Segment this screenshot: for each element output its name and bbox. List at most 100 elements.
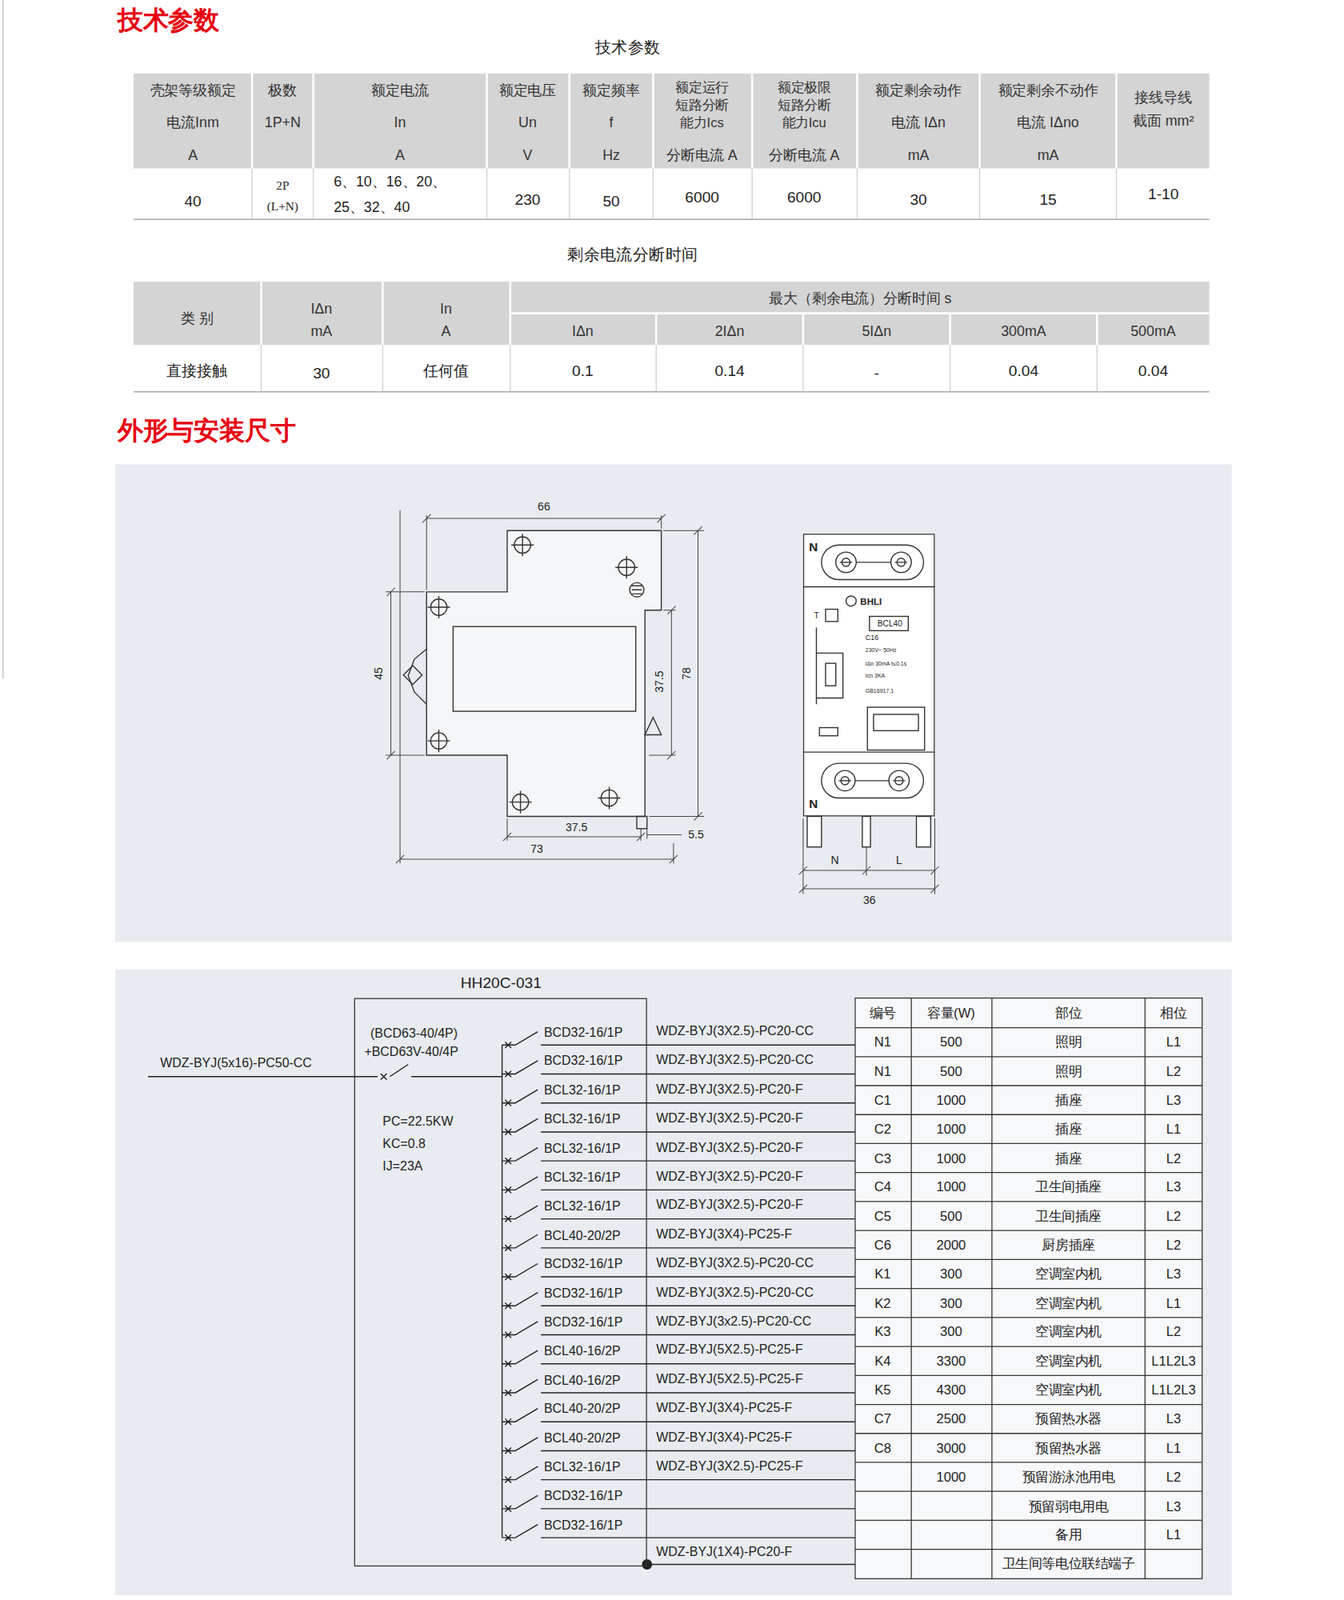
- breaker-front-drawing: [855, 780, 906, 781]
- table-header: A: [395, 148, 405, 163]
- terminal-mark: N: [808, 798, 818, 811]
- cable-label: WDZ-BYJ(3X2.5)-PC20-F: [656, 1083, 803, 1096]
- load-table-cell: L3: [1166, 1412, 1181, 1426]
- side-view-drawing: [427, 729, 450, 752]
- table-header: mA: [908, 148, 930, 163]
- load-table-cell: L2: [1166, 1325, 1181, 1340]
- load-table-cell: 4300: [936, 1383, 966, 1397]
- table-cell: 30: [312, 364, 330, 380]
- load-table-cell: 预留游泳池用电: [1022, 1470, 1116, 1484]
- cable-label: WDZ-BYJ(5X2.5)-PC25-F: [656, 1372, 803, 1386]
- breaker-label: BCL40-20/2P: [544, 1229, 621, 1243]
- load-table-cell: C1: [874, 1093, 892, 1108]
- side-view-drawing: [511, 533, 534, 556]
- table-header: 接线导线: [1134, 89, 1192, 104]
- load-table-cell: L2: [1166, 1064, 1181, 1079]
- load-table-cell: L3: [1166, 1093, 1181, 1108]
- breaker-label: BCD32-16/1P: [544, 1490, 623, 1504]
- main-breaker-label: +BCD63V-40/4P: [364, 1045, 458, 1059]
- breaker-label: BCL32-16/1P: [544, 1113, 621, 1127]
- breaker-front-drawing: [816, 628, 844, 705]
- table-cell: (L+N): [267, 200, 299, 212]
- breaker-front-drawing: [807, 816, 822, 848]
- side-view-drawing: [426, 530, 661, 816]
- section-heading: 技术参数: [117, 8, 220, 34]
- load-table-cell: 插座: [1055, 1093, 1082, 1108]
- table-header: 1P+N: [264, 115, 301, 130]
- load-table-cell: 预留弱电用电: [1028, 1499, 1108, 1513]
- load-table-cell: N1: [874, 1064, 892, 1079]
- table-grid: [261, 281, 1210, 345]
- load-table-cell: N1: [874, 1035, 892, 1049]
- load-table-cell: 厨房插座: [1041, 1238, 1095, 1252]
- table-header: 能力Icu: [782, 116, 827, 130]
- load-table-cell: L3: [1166, 1499, 1181, 1513]
- load-table-cell: K3: [874, 1325, 891, 1340]
- circuit-wiring: [501, 1044, 503, 1538]
- table-header: 额定电流: [371, 82, 428, 97]
- cable-label: WDZ-BYJ(3X2.5)-PC20-F: [656, 1170, 803, 1184]
- side-view-drawing: [403, 530, 661, 828]
- breaker-front-drawing: [819, 728, 838, 736]
- load-table-cell: 空调室内机: [1035, 1354, 1102, 1368]
- breaker-front-drawing: [873, 714, 919, 731]
- table-header: In: [394, 115, 407, 130]
- table-header: V: [523, 148, 533, 163]
- section-heading: 外形与安装尺寸: [117, 417, 296, 444]
- side-view-drawing: [408, 648, 427, 704]
- table-header: 电流 IΔn: [891, 115, 946, 130]
- load-table-cell: 照明: [1055, 1035, 1082, 1049]
- table-header: 能力Ics: [680, 116, 724, 130]
- load-data: IJ=23A: [382, 1160, 423, 1173]
- cable-label: WDZ-BYJ(3X2.5)-PC20-F: [656, 1141, 803, 1155]
- panel-ground: [115, 464, 1232, 942]
- load-table-cell: L1L2L3: [1151, 1383, 1196, 1397]
- dimension-label: L: [893, 854, 904, 866]
- load-table-cell: C5: [874, 1209, 892, 1224]
- table-grid: [252, 73, 1116, 169]
- dimension-lines: [385, 510, 704, 864]
- table-header: 截面 mm²: [1132, 113, 1194, 128]
- table-header: In: [440, 300, 452, 316]
- table-header: 电流Inm: [166, 115, 219, 130]
- table-header: 短路分断: [675, 98, 728, 112]
- dimension-lines: [647, 828, 682, 840]
- cable-label: WDZ-BYJ(3X2.5)-PC20-CC: [656, 1286, 814, 1300]
- table-header: 额定极限: [777, 80, 831, 95]
- load-data: KC=0.8: [382, 1137, 426, 1151]
- table-header: 额定剩余动作: [875, 82, 961, 97]
- load-table-cell: 空调室内机: [1035, 1267, 1102, 1281]
- dimension-lines: [648, 606, 676, 760]
- breaker-label: BCL32-16/1P: [544, 1200, 621, 1213]
- table-cell: 任何值: [423, 362, 469, 378]
- side-view-drawing: [615, 556, 638, 579]
- cable-label: WDZ-BYJ(3X2.5)-PC20-F: [656, 1199, 803, 1212]
- load-table-cell: 1000: [936, 1470, 966, 1484]
- load-table-cell: C4: [874, 1180, 892, 1195]
- load-table-cell: K5: [874, 1383, 891, 1397]
- load-table-cell: 1000: [936, 1122, 966, 1136]
- load-table-header: 部位: [1055, 1006, 1082, 1020]
- table-cell: 25、32、40: [333, 200, 410, 215]
- table-header: Hz: [602, 148, 620, 163]
- breaker-label: BCD32-16/1P: [544, 1287, 623, 1300]
- load-table-cell: 空调室内机: [1035, 1296, 1102, 1310]
- load-table-cell: C2: [874, 1122, 892, 1136]
- dimension-lines: [422, 514, 666, 590]
- breaker-front-drawing: [834, 770, 856, 792]
- load-table-cell: K1: [874, 1267, 891, 1281]
- cable-label: WDZ-BYJ(3X2.5)-PC20-CC: [656, 1054, 814, 1068]
- breaker-front-drawing: [856, 561, 908, 563]
- load-table-cell: L3: [1166, 1180, 1181, 1195]
- page-edge: [2, 0, 4, 679]
- table-cell: 直接接触: [166, 362, 228, 378]
- load-table-cell: 300: [940, 1267, 963, 1281]
- dimension-label: 78: [680, 665, 692, 683]
- load-table-cell: 3300: [936, 1354, 966, 1368]
- load-table-cell: L2: [1166, 1209, 1181, 1224]
- breaker-label: BCL32-16/1P: [544, 1084, 621, 1097]
- table-header: Un: [518, 115, 537, 130]
- table-header: A: [440, 323, 451, 338]
- load-table-cell: 300: [940, 1325, 963, 1340]
